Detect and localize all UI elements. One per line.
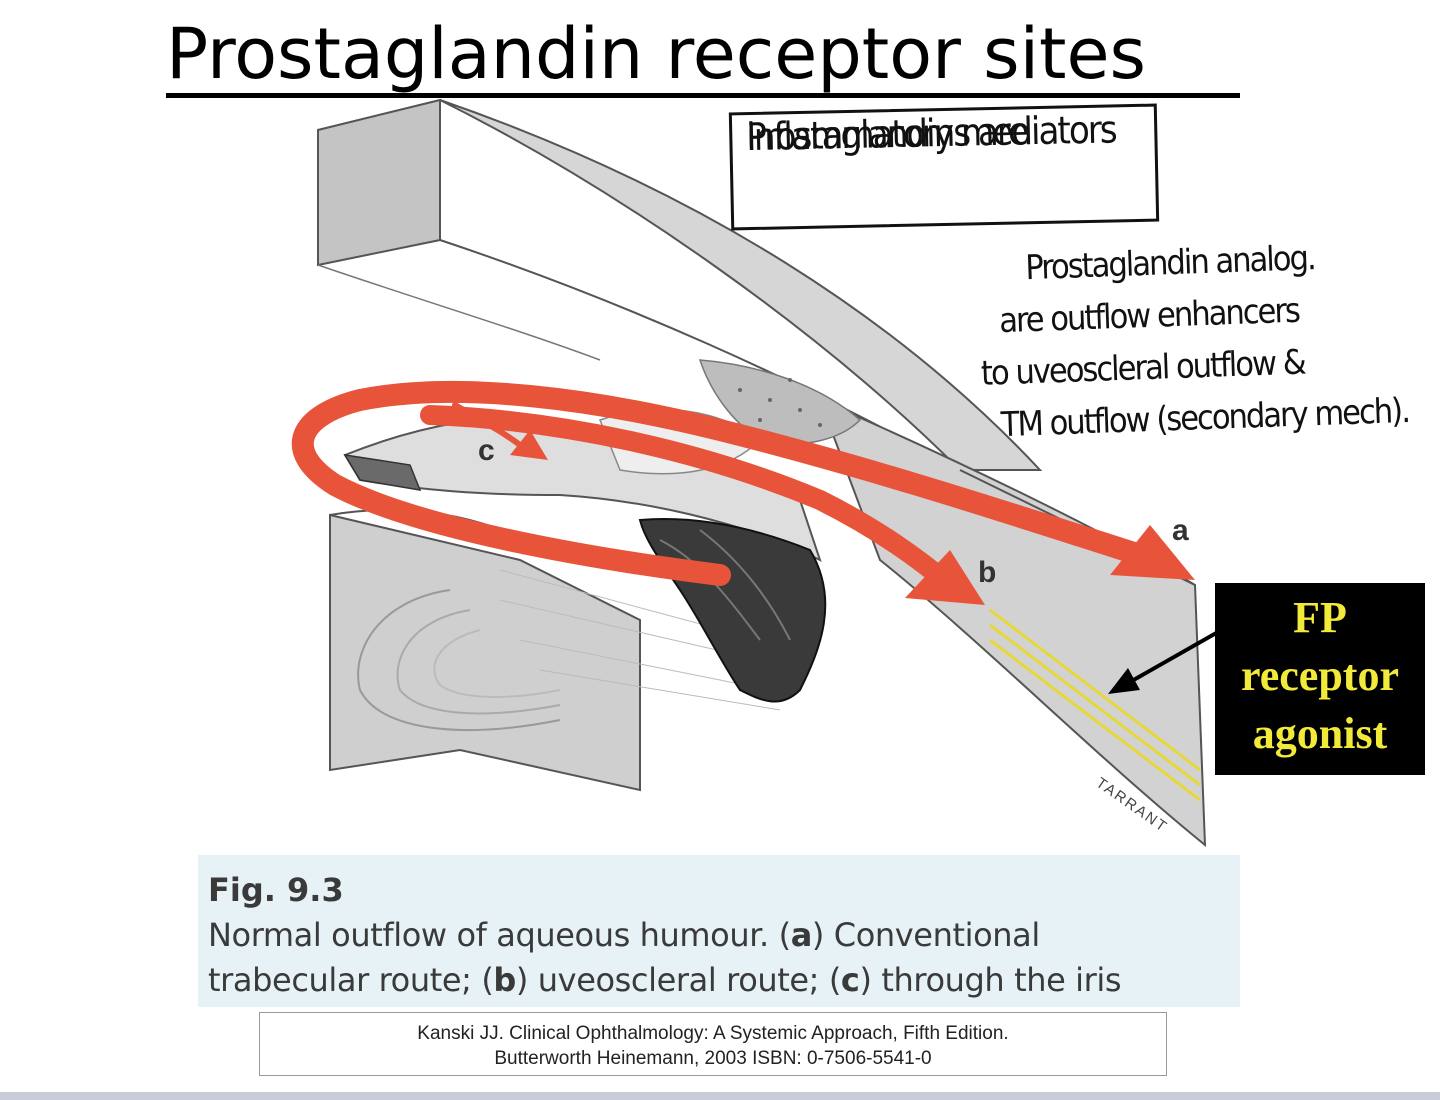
caption-fig-number: Fig. 9.3 — [208, 867, 1240, 913]
label-a: a — [1172, 514, 1189, 547]
ciliary-processes — [640, 519, 825, 702]
note-box-line-2: inflammatory mediators — [732, 107, 1116, 159]
slide-footer-bar — [0, 1092, 1440, 1100]
citation-line-2: Butterworth Heinemann, 2003 ISBN: 0-7506… — [260, 1046, 1166, 1071]
callout-line-3: agonist — [1215, 705, 1425, 763]
callout-line-1: FP — [1215, 589, 1425, 647]
figure-caption: Fig. 9.3 Normal outflow of aqueous humou… — [198, 855, 1240, 1007]
caption-line-1: Normal outflow of aqueous humour. (a) Co… — [208, 913, 1240, 958]
note-inflammatory-box: Prostaglandins are inflammatory mediator… — [729, 104, 1159, 231]
fp-receptor-callout: FP receptor agonist — [1215, 583, 1425, 775]
caption-line-2: trabecular route; (b) uveoscleral route;… — [208, 958, 1240, 1003]
label-b: b — [978, 556, 996, 589]
citation-box: Kanski JJ. Clinical Ophthalmology: A Sys… — [259, 1012, 1167, 1076]
label-c: c — [478, 434, 495, 467]
citation-line-1: Kanski JJ. Clinical Ophthalmology: A Sys… — [260, 1021, 1166, 1046]
callout-line-2: receptor — [1215, 647, 1425, 705]
note-analog: Prostaglandin analog. are outflow enhanc… — [977, 228, 1434, 452]
